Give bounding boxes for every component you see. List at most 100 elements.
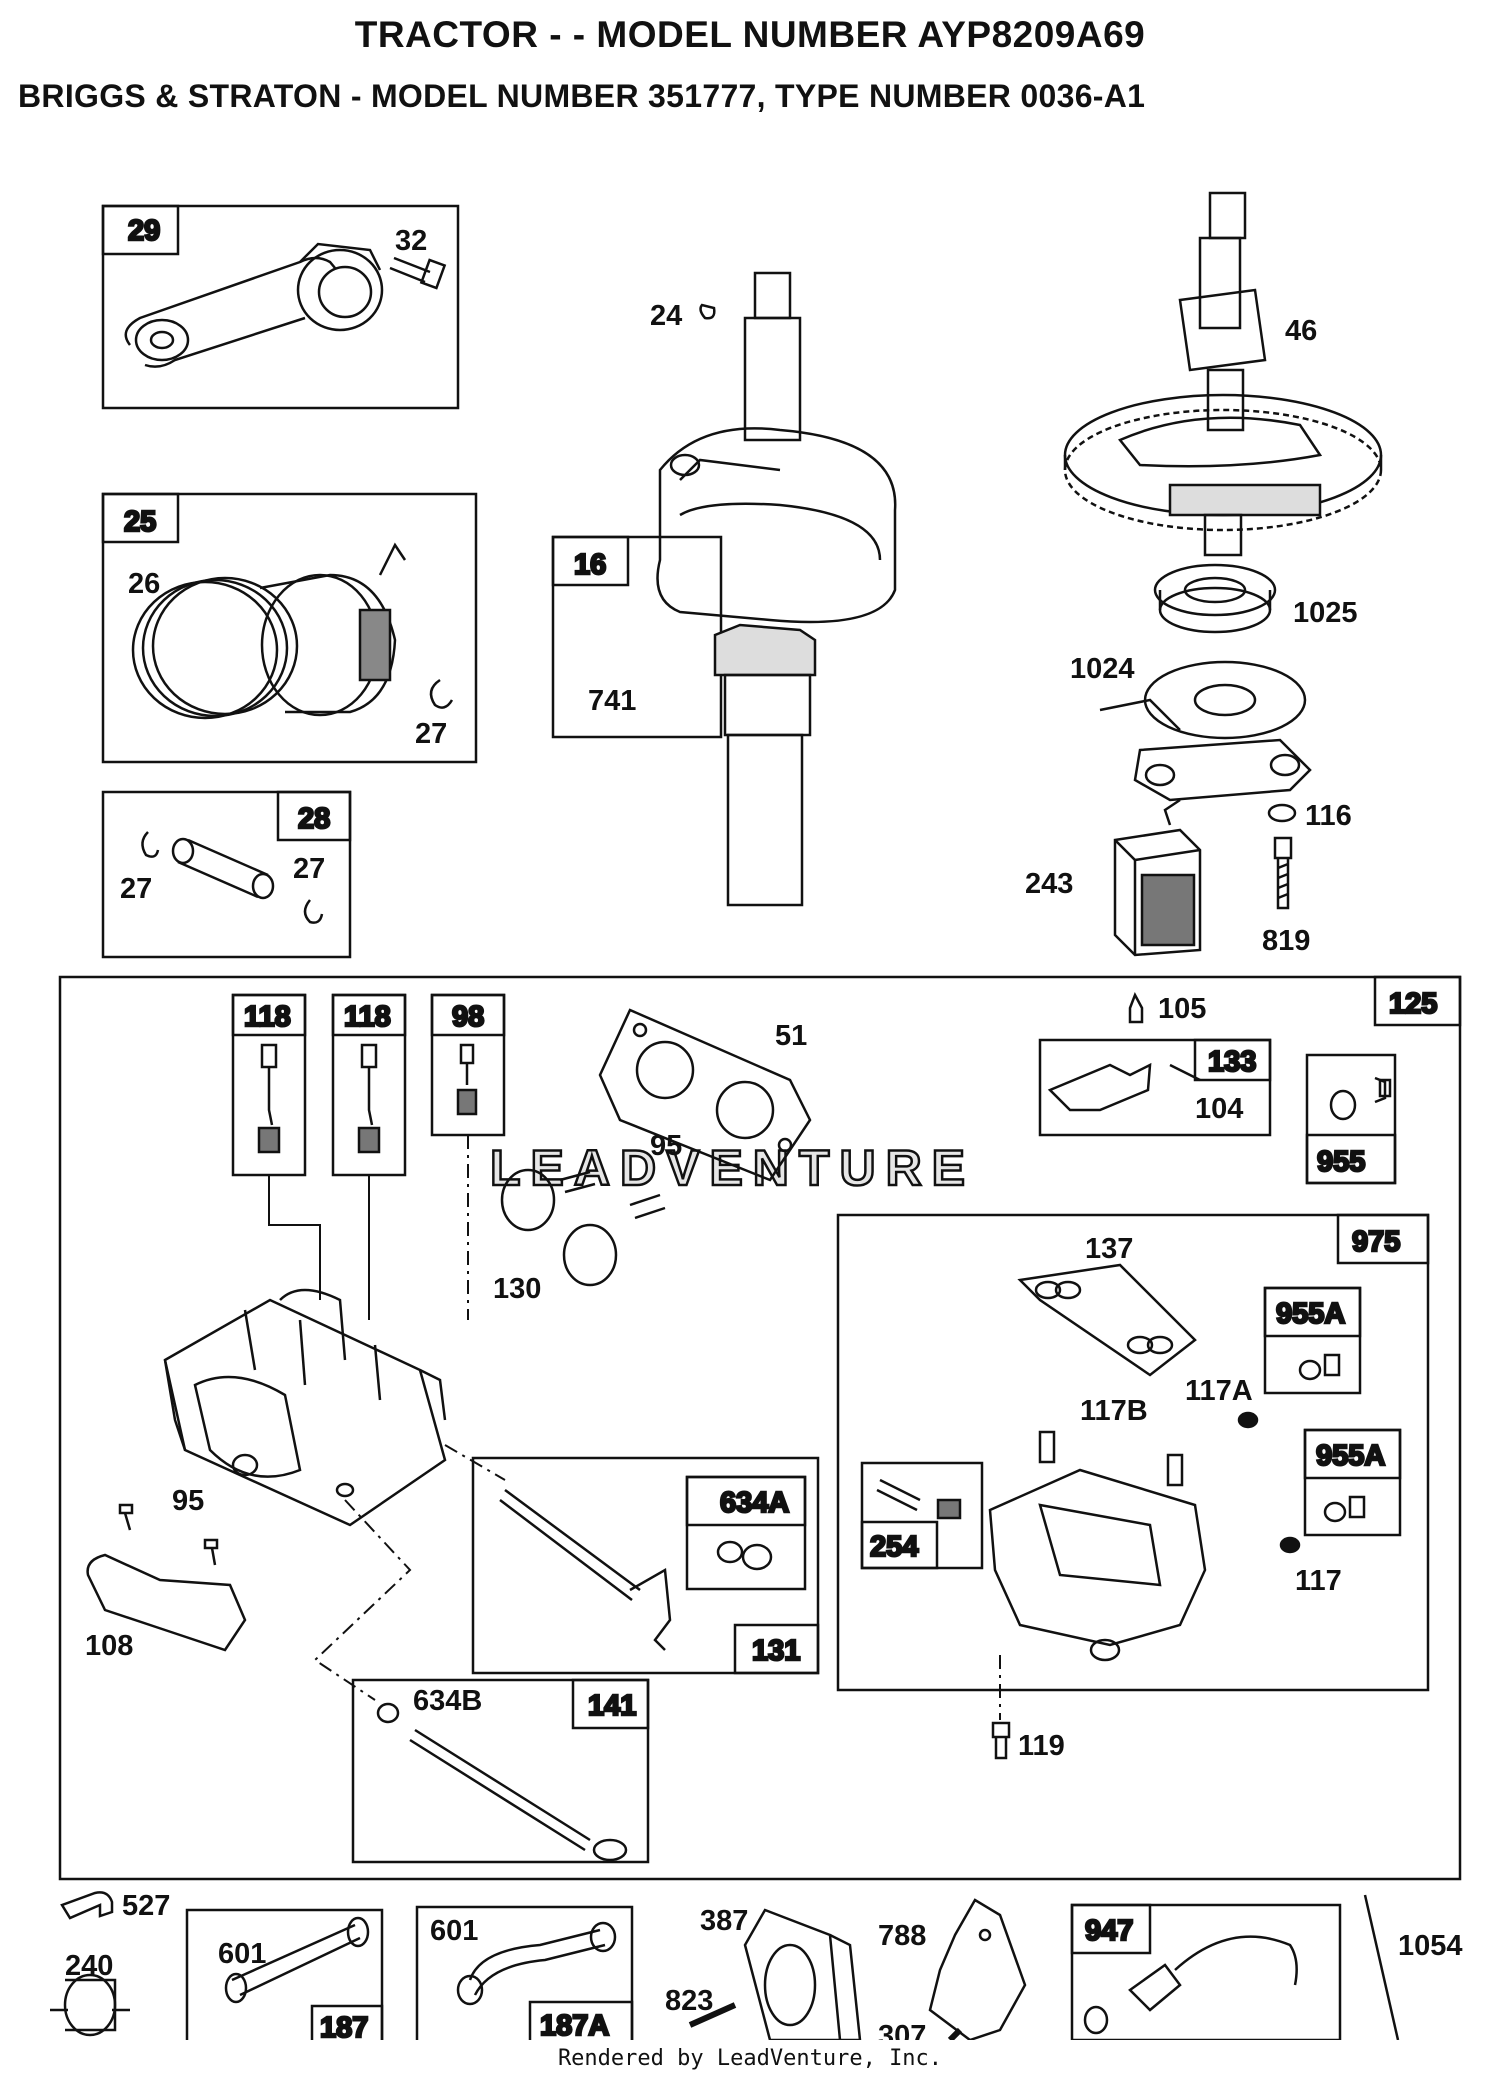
mixture-screws <box>257 1043 478 1154</box>
seat-955A-upper <box>1298 1353 1341 1381</box>
box-955A-lower-tag <box>1303 1428 1402 1480</box>
screws-95 <box>118 1503 219 1566</box>
clip-27-right <box>303 899 324 924</box>
box-133 <box>1038 1038 1272 1137</box>
label-box-955A-lower: 955A <box>1316 1440 1385 1472</box>
connecting-rod <box>124 242 384 368</box>
bracket-788 <box>928 1898 1027 2040</box>
filter-243 <box>1113 828 1202 957</box>
box-125 <box>58 975 1462 1881</box>
label-105: 105 <box>1158 993 1206 1025</box>
seat-955 <box>1329 1076 1392 1121</box>
choke-shaft <box>409 1728 628 1862</box>
box-131-tag <box>733 1623 820 1675</box>
label-box-975: 975 <box>1352 1226 1400 1258</box>
oil-pump-1024 <box>1099 660 1312 826</box>
label-240: 240 <box>65 1950 113 1982</box>
engine-subtitle: BRIGGS & STRATON - MODEL NUMBER 351777, … <box>18 78 1146 114</box>
box-25-tag <box>101 492 180 544</box>
label-823: 823 <box>665 1985 713 2017</box>
bushing-634B <box>376 1702 400 1724</box>
bolt-823 <box>688 2002 737 2028</box>
box-187-tag <box>310 2004 384 2040</box>
fuel-line-187A <box>456 1921 617 2006</box>
label-819: 819 <box>1262 925 1310 957</box>
label-27-piston: 27 <box>415 718 447 750</box>
box-141-tag <box>571 1678 650 1730</box>
label-box-947: 947 <box>1085 1915 1133 1947</box>
label-130: 130 <box>493 1273 541 1305</box>
label-387: 387 <box>700 1905 748 1937</box>
label-1025: 1025 <box>1293 597 1358 629</box>
label-741: 741 <box>588 685 636 717</box>
label-95-upper: 95 <box>650 1130 682 1162</box>
watermark: LEADVENTURE <box>490 1140 975 1196</box>
label-box-634A: 634A <box>720 1487 789 1519</box>
box-28 <box>101 790 352 959</box>
label-box-118-left: 118 <box>244 1001 291 1033</box>
sensor-947 <box>1083 1935 1298 2035</box>
label-117B: 117B <box>1080 1395 1148 1427</box>
governor-part-1025 <box>1153 563 1277 634</box>
box-187A <box>415 1905 634 2040</box>
label-634B: 634B <box>413 1685 482 1717</box>
label-108: 108 <box>85 1630 133 1662</box>
throttle-plates-130 <box>500 1168 666 1287</box>
label-box-118-right: 118 <box>344 1001 391 1033</box>
seat-955A-lower <box>1323 1495 1366 1523</box>
box-187 <box>185 1908 384 2040</box>
label-51: 51 <box>775 1020 807 1052</box>
label-box-187A: 187A <box>540 2010 609 2040</box>
label-116: 116 <box>1305 800 1352 832</box>
label-box-29: 29 <box>128 215 160 247</box>
label-box-955: 955 <box>1317 1146 1365 1178</box>
label-32: 32 <box>395 225 427 257</box>
plug-117A <box>1237 1411 1259 1429</box>
plug-117 <box>1279 1536 1301 1554</box>
screw-307 <box>947 2027 963 2040</box>
box-141 <box>351 1678 650 1864</box>
throttle-shaft <box>499 1488 672 1651</box>
box-975-tag <box>1336 1213 1430 1265</box>
box-634A-tag <box>685 1475 807 1527</box>
piston-rings <box>131 576 299 720</box>
label-601-left: 601 <box>218 1938 266 1970</box>
clip-27 <box>429 678 454 709</box>
box-118-left-tag <box>231 993 307 1037</box>
label-box-25: 25 <box>124 506 156 538</box>
label-1024: 1024 <box>1070 653 1135 685</box>
label-1054: 1054 <box>1398 1930 1463 1962</box>
label-307: 307 <box>878 2020 926 2040</box>
box-187A-tag <box>528 2000 634 2040</box>
box-955A-upper-tag <box>1263 1286 1362 1338</box>
label-27-pin-left: 27 <box>120 873 152 905</box>
label-243: 243 <box>1025 868 1073 900</box>
float-bowl <box>988 1468 1207 1662</box>
label-box-254: 254 <box>870 1531 918 1563</box>
box-25 <box>101 492 478 764</box>
label-27-pin-right: 27 <box>293 853 325 885</box>
leader-lines <box>268 1135 1001 1720</box>
cam-gear <box>1063 393 1383 557</box>
camshaft <box>1178 191 1267 432</box>
box-28-tag <box>276 790 352 842</box>
pin-104 <box>1169 1063 1201 1082</box>
label-46: 46 <box>1285 315 1317 347</box>
label-788: 788 <box>878 1920 926 1952</box>
footer-credit: Rendered by LeadVenture, Inc. <box>557 2046 943 2071</box>
label-117A: 117A <box>1185 1375 1253 1407</box>
label-box-98: 98 <box>452 1001 484 1033</box>
label-119: 119 <box>1018 1730 1065 1762</box>
box-29 <box>101 204 460 410</box>
bolt-819 <box>1273 836 1293 910</box>
bowl-gasket-137 <box>1017 1263 1197 1377</box>
box-125-tag <box>1373 975 1462 1027</box>
fuel-filter-240 <box>50 1973 130 2037</box>
fuel-line-187 <box>224 1916 370 2004</box>
label-box-133: 133 <box>1208 1046 1256 1078</box>
box-16-tag <box>551 535 630 587</box>
label-box-28: 28 <box>298 803 330 835</box>
adapter-387 <box>743 1908 862 2040</box>
label-box-131: 131 <box>752 1635 800 1667</box>
